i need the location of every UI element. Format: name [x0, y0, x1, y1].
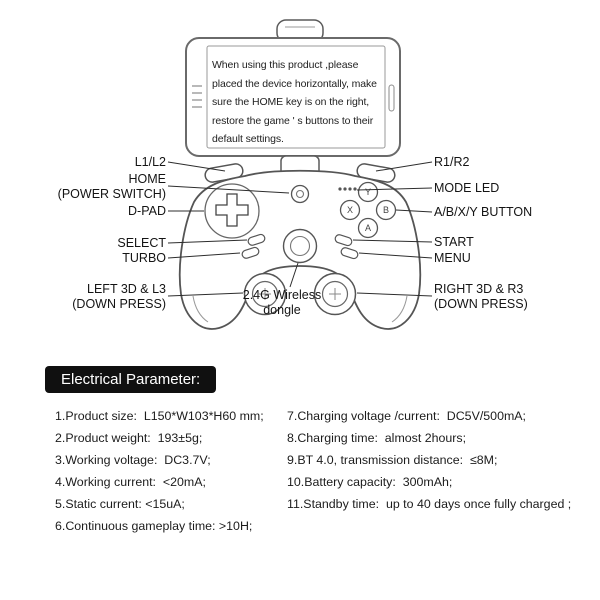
label-home-power-switch: HOME (POWER SWITCH) [57, 172, 166, 201]
phone-home-key [388, 84, 395, 112]
leader-lines [167, 161, 433, 297]
button-b-letter: B [383, 205, 389, 215]
leader-line [167, 252, 241, 259]
leader-line [352, 239, 433, 243]
menu-button [340, 247, 359, 260]
leader-line [356, 292, 433, 297]
phone-speaker-grille [192, 85, 202, 108]
label-mode-led: MODE LED [434, 181, 500, 195]
leader-line [289, 262, 299, 288]
spec-static-current: 5.Static current: <15uA; [55, 497, 185, 511]
electrical-parameter-heading: Electrical Parameter: [45, 366, 217, 393]
start-button [334, 234, 353, 247]
spec-working-voltage: 3.Working voltage: DC3.7V; [55, 453, 211, 467]
spec-gameplay-time: 6.Continuous gameplay time: >10H; [55, 519, 253, 533]
right-analog-stick [313, 272, 357, 316]
label-select: SELECT [117, 236, 166, 250]
leader-line [356, 187, 433, 191]
leader-line [167, 161, 226, 172]
spec-list-right: 7.Charging voltage /current: DC5V/500mA;… [287, 405, 571, 515]
select-button [247, 233, 266, 246]
right-grip-detail [391, 295, 408, 323]
label-start: START [434, 235, 474, 249]
spec-battery-capacity: 10.Battery capacity: 300mAh; [287, 475, 453, 489]
button-a-letter: A [365, 223, 371, 233]
spec-list-left: 1.Product size: L150*W103*H60 mm; 2.Prod… [55, 405, 264, 537]
button-b [375, 199, 397, 221]
spec-product-size: 1.Product size: L150*W103*H60 mm; [55, 409, 264, 423]
leader-line [167, 185, 290, 194]
button-y-letter: Y [365, 187, 371, 197]
button-a [357, 217, 379, 239]
label-r1-r2: R1/R2 [434, 155, 470, 169]
spec-standby-time: 11.Standby time: up to 40 days once full… [287, 497, 572, 511]
leader-line [167, 239, 248, 244]
left-analog-stick [243, 272, 287, 316]
phone-screen [206, 45, 386, 149]
leader-line [167, 292, 244, 297]
phone [185, 37, 401, 157]
button-x [339, 199, 361, 221]
leader-line [395, 209, 433, 213]
left-grip-detail [192, 295, 209, 323]
label-turbo: TURBO [122, 251, 166, 265]
label-abxy-button: A/B/X/Y BUTTON [434, 205, 533, 219]
spec-charging-time: 8.Charging time: almost 2hours; [287, 431, 467, 445]
spec-charging-voltage-current: 7.Charging voltage /current: DC5V/500mA; [287, 409, 526, 423]
phone-notice-text: When using this product ,please placed t… [212, 59, 377, 145]
abxy-buttons: Y X B A [339, 181, 397, 239]
leader-line [375, 161, 433, 172]
home-button [290, 184, 310, 204]
label-l1-l2: L1/L2 [134, 155, 166, 169]
leader-line [358, 252, 433, 259]
spec-working-current: 4.Working current: <20mA; [55, 475, 206, 489]
mode-led [338, 187, 357, 191]
button-x-letter: X [347, 205, 353, 215]
spec-product-weight: 2.Product weight: 193±5g; [55, 431, 203, 445]
label-left-3d-l3: LEFT 3D & L3 (DOWN PRESS) [72, 282, 166, 311]
button-y [357, 181, 379, 203]
label-wireless-dongle: 2.4G Wireless dongle [242, 288, 322, 317]
wireless-dongle-compartment [282, 228, 318, 264]
label-menu: MENU [434, 251, 471, 265]
spec-bt-distance: 9.BT 4.0, transmission distance: ≤8M; [287, 453, 498, 467]
label-right-3d-r3: RIGHT 3D & R3 (DOWN PRESS) [434, 282, 528, 311]
d-pad [204, 183, 260, 239]
label-d-pad: D-PAD [128, 204, 166, 218]
turbo-button [241, 246, 260, 259]
